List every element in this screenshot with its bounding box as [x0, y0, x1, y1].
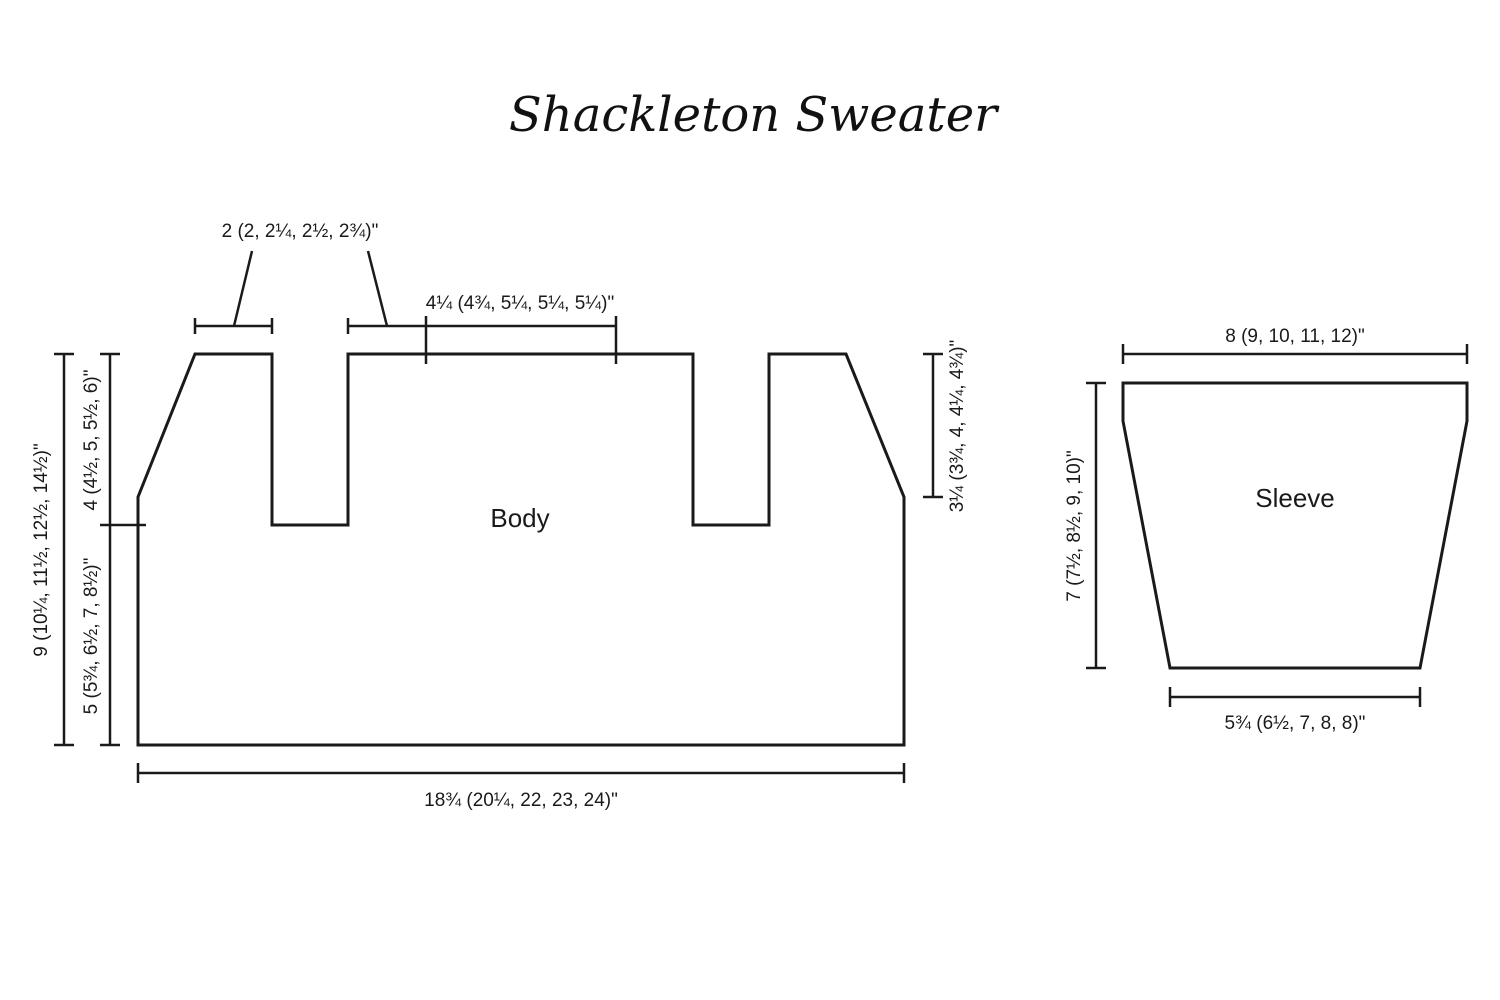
shoulder-width-label: 4¼ (4¾, 5¼, 5¼, 5¼)": [426, 293, 614, 314]
body-label: Body: [490, 503, 549, 533]
armhole-depth-label: 4 (4½, 5, 5½, 6)": [81, 370, 102, 511]
shoulder-width-dimension: [346, 316, 618, 364]
sleeve-top-dimension: [1121, 344, 1469, 364]
sleeve-length-label: 7 (7½, 8½, 9, 10)": [1064, 450, 1085, 601]
body-to-armhole-label: 5 (5¾, 6½, 7, 8½)": [81, 558, 102, 715]
sleeve-length-dimension: [1086, 381, 1106, 670]
sleeve-label: Sleeve: [1255, 483, 1335, 513]
neck-width-dimension: [193, 250, 389, 334]
diagram-title: Shackleton Sweater: [509, 87, 1000, 143]
body-outline: [136, 352, 906, 747]
shoulder-slope-dimension: [923, 352, 943, 499]
left-inner-dimension: [100, 352, 146, 747]
sleeve-cuff-label: 5¾ (6½, 7, 8, 8)": [1225, 713, 1366, 734]
total-length-dimension: [54, 352, 74, 747]
body-width-dimension: [136, 763, 906, 783]
neck-width-label: 2 (2, 2¼, 2½, 2¾)": [222, 221, 379, 242]
sleeve-cuff-dimension: [1168, 687, 1422, 707]
sleeve-top-label: 8 (9, 10, 11, 12)": [1225, 326, 1364, 347]
sleeve-outline: [1121, 381, 1469, 670]
shoulder-slope-label: 3¼ (3¾, 4, 4¼, 4¾)": [947, 340, 968, 513]
total-length-label: 9 (10¼, 11½, 12½, 14½)": [31, 443, 52, 656]
body-width-label: 18¾ (20¼, 22, 23, 24)": [424, 790, 618, 811]
